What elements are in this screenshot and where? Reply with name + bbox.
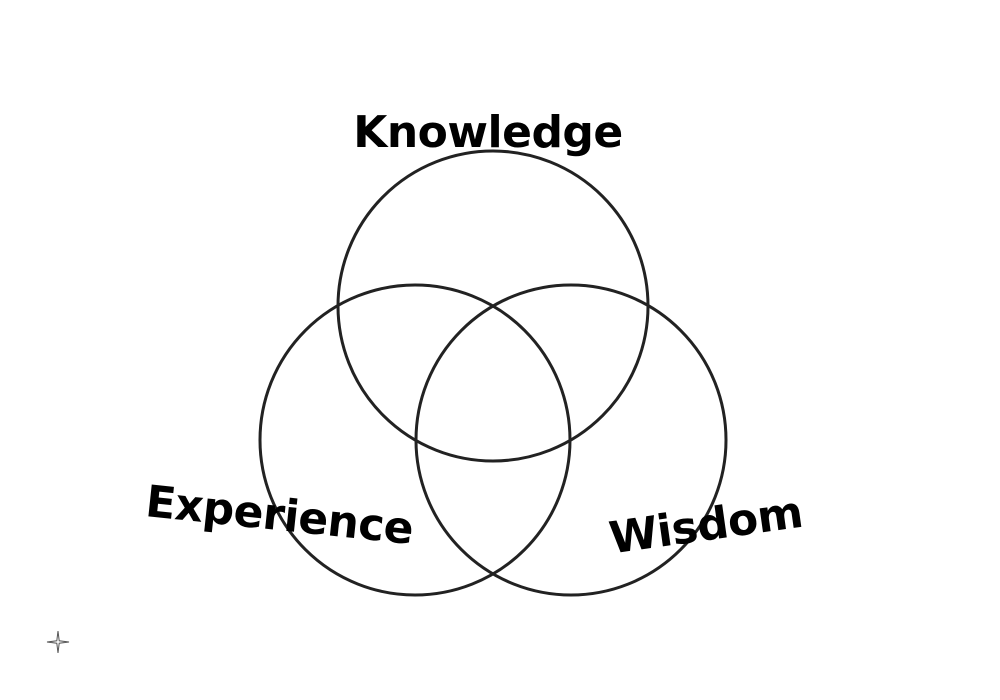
sparkle-icon [46,630,70,654]
circle-experience [258,283,572,597]
label-wisdom: Wisdom [606,487,806,565]
circle-wisdom [414,283,728,597]
label-knowledge: Knowledge [353,107,623,158]
label-experience: Experience [143,476,416,555]
